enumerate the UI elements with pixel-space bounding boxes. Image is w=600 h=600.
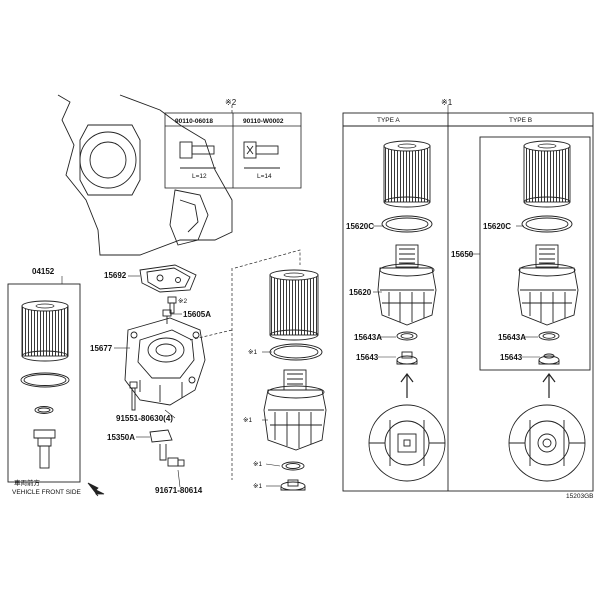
label-91551: 91551-80630(4) (116, 414, 173, 423)
note-mark-1: ※1 (441, 98, 453, 107)
type-b-arrow (542, 373, 556, 398)
mark-mid-cap: ※1 (243, 417, 253, 424)
gasket-15692 (139, 264, 197, 293)
vehicle-front-arrow (87, 482, 105, 497)
type-a-filter-element (383, 140, 431, 208)
label-a-15620C: 15620C (346, 222, 375, 231)
label-a-15643: 15643 (356, 353, 379, 362)
kit-filter-element (21, 300, 69, 362)
kit-box (7, 283, 81, 483)
label-b-15650: 15650 (451, 250, 474, 259)
label-b-15643A: 15643A (498, 333, 527, 342)
diagram-id: 15203GB (566, 493, 594, 500)
label-91671: 91671-80614 (155, 486, 203, 495)
type-a-arrow (400, 373, 414, 398)
bolt-icon (179, 141, 280, 169)
mark-mid-ring: ※1 (248, 349, 258, 356)
mid-filter-element (269, 269, 319, 341)
label-15692: 15692 (104, 271, 127, 280)
leader-lines (189, 105, 301, 480)
type-b-drain-plug (538, 353, 560, 365)
type-b-filter-cap (517, 244, 579, 326)
kit-label: 04152 (32, 267, 55, 276)
type-a-o-ring (381, 215, 433, 233)
bolt-part-1: 90110-06018 (175, 118, 213, 125)
bolt-length-1: L=12 (192, 173, 207, 180)
bolt-length-2: L=14 (257, 173, 272, 180)
label-15605A: 15605A (183, 310, 212, 319)
type-b-bottom-view (508, 404, 586, 482)
label-a-15643A: 15643A (354, 333, 383, 342)
type-b-small-ring (538, 331, 560, 341)
type-a-bottom-view (368, 404, 446, 482)
type-panel (342, 112, 594, 492)
mid-filter-cap (263, 369, 327, 451)
mid-o-ring (269, 343, 323, 361)
mid-drain-plug (280, 479, 306, 491)
type-b-o-ring (521, 215, 573, 233)
bolt-91671 (167, 457, 185, 467)
filter-bracket-15677 (124, 317, 206, 406)
label-15677: 15677 (90, 344, 113, 353)
mid-small-ring (281, 461, 305, 471)
solid-leaders (61, 105, 540, 488)
kit-o-ring (20, 372, 70, 388)
vehicle-front-jp: 車両前方 (14, 480, 40, 487)
label-b-15643: 15643 (500, 353, 523, 362)
bolt-part-2: 90110-W0002 (243, 118, 284, 125)
vehicle-front-en: VEHICLE FRONT SIDE (12, 489, 81, 496)
type-a-small-ring (396, 331, 418, 341)
mark-mid-small-ring: ※1 (253, 461, 263, 468)
type-a-header: TYPE A (377, 117, 400, 124)
bolt-91551 (129, 381, 138, 411)
type-a-drain-plug (396, 351, 418, 365)
union-15350A (149, 429, 173, 461)
label-a-15620: 15620 (349, 288, 372, 297)
type-a-filter-cap (377, 244, 437, 326)
bolt-15605A (162, 296, 177, 324)
kit-small-ring (34, 406, 54, 414)
mark-15605A: ※2 (178, 298, 188, 305)
label-b-15620C: 15620C (483, 222, 512, 231)
mark-mid-drain: ※1 (253, 483, 263, 490)
note-mark-2: ※2 (225, 98, 237, 107)
type-b-header: TYPE B (509, 117, 533, 124)
engine-block (57, 94, 233, 256)
kit-drain-plug (33, 429, 56, 469)
type-b-filter-element (523, 140, 571, 208)
label-15350A: 15350A (107, 433, 136, 442)
bolt-table-frame (164, 112, 302, 189)
